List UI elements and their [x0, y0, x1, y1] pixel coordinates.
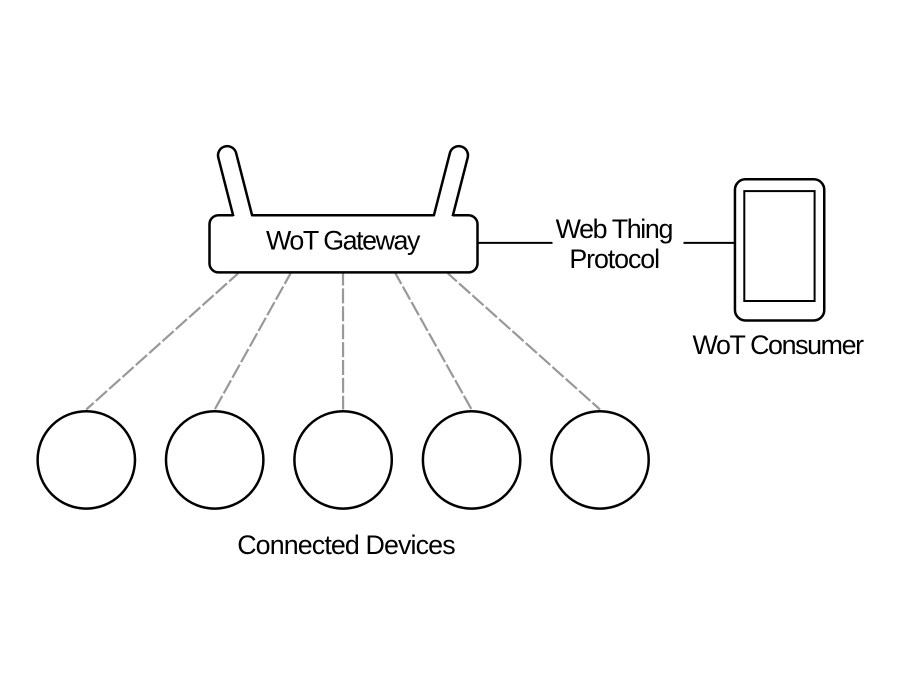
svg-text:Web Thing: Web Thing [556, 214, 674, 244]
svg-text:Protocol: Protocol [569, 244, 660, 274]
svg-text:WoT Gateway: WoT Gateway [266, 225, 421, 255]
svg-text:Connected Devices: Connected Devices [237, 530, 455, 560]
svg-text:WoT Consumer: WoT Consumer [693, 330, 865, 360]
